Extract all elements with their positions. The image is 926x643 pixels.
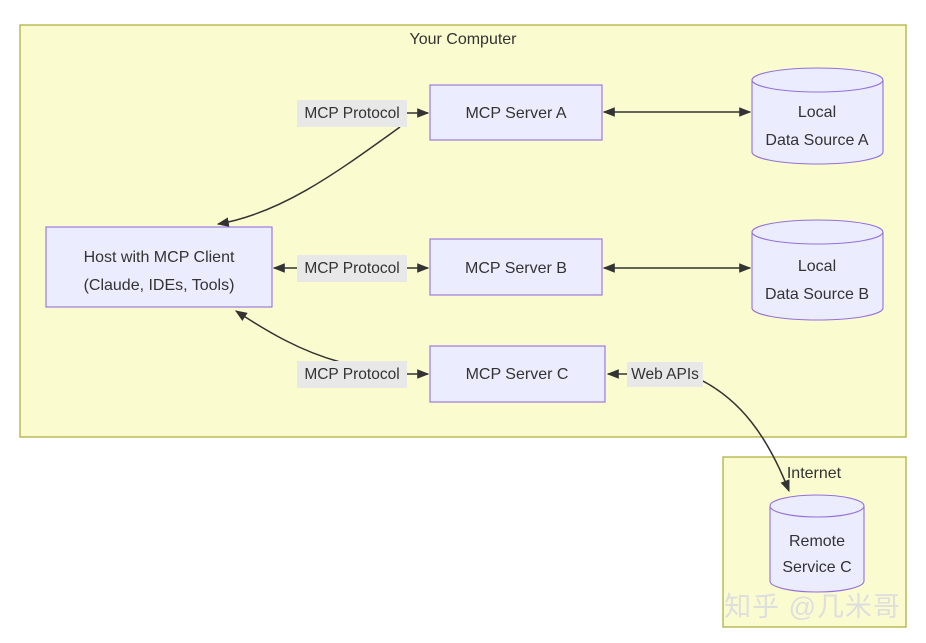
node-mcp-server-b: MCP Server B <box>429 238 603 296</box>
server-c-box <box>429 345 606 403</box>
server-c-label: MCP Server C <box>466 366 569 383</box>
edge-label-mcp-protocol-middle: MCP Protocol <box>297 255 407 282</box>
zhihu-watermark: 知乎 @几米哥 <box>724 592 901 622</box>
node-remote-service-c: Remote Service C <box>769 494 865 593</box>
node-mcp-server-a: MCP Server A <box>429 84 603 141</box>
host-label-line1: Host with MCP Client <box>84 249 235 266</box>
server-b-box <box>429 238 603 296</box>
data-source-b-label-line1: Local <box>798 258 836 275</box>
remote-service-c-label-line1: Remote <box>789 533 845 550</box>
edge-label-web-apis: Web APIs <box>627 362 703 387</box>
edge-protocol-a-to-host <box>216 126 401 227</box>
edge-label-bg <box>297 361 407 388</box>
node-local-data-source-b: Local Data Source B <box>751 219 884 321</box>
host-label-line2: (Claude, IDEs, Tools) <box>84 277 235 294</box>
edge-label-text: MCP Protocol <box>304 105 399 122</box>
edge-protocol-c-to-host <box>234 310 341 363</box>
data-source-a-cylinder <box>751 80 884 165</box>
data-source-b-cylinder-top <box>751 219 884 245</box>
server-a-box <box>429 84 603 141</box>
edge-label-mcp-protocol-top: MCP Protocol <box>297 100 407 127</box>
server-b-label: MCP Server B <box>465 260 567 277</box>
data-source-a-label-line2: Data Source A <box>765 132 869 149</box>
edge-webapis-to-remote <box>700 379 790 493</box>
node-local-data-source-a: Local Data Source A <box>751 67 884 165</box>
node-mcp-server-c: MCP Server C <box>429 345 606 403</box>
data-source-a-cylinder-top <box>751 67 884 93</box>
remote-service-c-cylinder-top <box>769 494 865 518</box>
data-source-b-cylinder <box>751 232 884 321</box>
host-box <box>45 226 273 308</box>
remote-service-c-cylinder <box>769 506 865 593</box>
internet-title: Internet <box>787 465 842 482</box>
data-source-a-label-line1: Local <box>798 104 836 121</box>
edge-label-bg <box>297 255 407 282</box>
data-source-b-label-line2: Data Source B <box>765 286 869 303</box>
edge-label-text: MCP Protocol <box>304 260 399 277</box>
server-a-label: MCP Server A <box>465 105 566 122</box>
edge-label-bg <box>627 362 703 387</box>
edge-label-mcp-protocol-bottom: MCP Protocol <box>297 361 407 388</box>
remote-service-c-label-line2: Service C <box>782 559 851 576</box>
edge-label-text: Web APIs <box>631 366 699 383</box>
node-host-with-mcp-client: Host with MCP Client (Claude, IDEs, Tool… <box>45 226 273 308</box>
edge-label-bg <box>297 100 407 127</box>
edge-label-text: MCP Protocol <box>304 366 399 383</box>
your-computer-title: Your Computer <box>409 31 517 48</box>
